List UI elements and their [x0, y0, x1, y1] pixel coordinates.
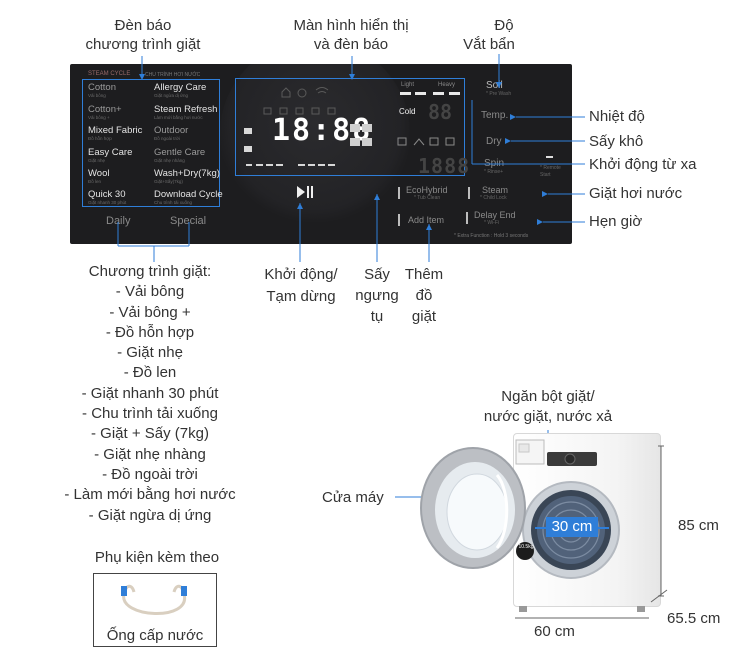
program-list-item: - Giặt nhẹ nhàng — [94, 445, 206, 463]
label-delay: Hẹn giờ — [589, 213, 643, 230]
program-list-item: - Chu trình tải xuống — [82, 405, 218, 423]
label-line: Đèn báo — [114, 17, 172, 34]
program-list-item: - Giặt ngừa dị ứng — [88, 506, 212, 524]
label-line: Vắt bẩn — [463, 36, 515, 53]
label-detergent: Ngăn bột giặt/ nước giặt, nước xả — [458, 387, 638, 426]
label-ecohybrid: Sấy ngưng tụ — [352, 265, 402, 326]
label-start-pause: Khởi động/ Tạm dừng — [258, 265, 344, 306]
label-line: Sấy — [364, 266, 390, 283]
label-add-item: Thêm đồ giặt — [400, 265, 448, 326]
daily-button[interactable]: Daily — [106, 215, 131, 227]
drum-size-badge: 30 cm — [546, 517, 598, 537]
program-indicator-box — [82, 79, 220, 207]
label-line: giặt — [411, 308, 437, 325]
steam-button[interactable]: Steam* Child Lock — [480, 185, 509, 201]
program-list-item: - Đồ ngoài trời — [102, 465, 198, 483]
machine-detail — [420, 439, 668, 619]
accessory-box: Ống cấp nước — [93, 573, 217, 647]
label-line: Ngăn bột giặt/ — [501, 388, 595, 405]
label-line: Khởi động/ — [264, 266, 338, 283]
program-list-item: - Đồ hỗn hợp — [105, 323, 195, 341]
program-list-item: - Giặt nhanh 30 phút — [81, 384, 219, 402]
cold-label: Cold — [399, 107, 416, 116]
delay-indicator — [466, 212, 468, 224]
ecohybrid-indicator — [398, 187, 400, 199]
dimension-depth: 65.5 cm — [667, 610, 721, 627]
label-line: Tạm dừng — [266, 288, 336, 305]
program-list-item: - Đồ len — [123, 364, 177, 382]
temp-button[interactable]: Temp. — [481, 110, 509, 121]
label-line: ngưng — [355, 287, 399, 304]
label-program-lights: Đèn báo chương trình giặt — [78, 16, 208, 54]
spin-digits: 1888 — [418, 154, 471, 178]
temp-digits: 88 — [428, 100, 453, 124]
heavy-label: Heavy — [438, 82, 456, 88]
accessory-title: Phụ kiện kèm theo — [94, 549, 220, 566]
capacity-badge: 10.5kg — [518, 544, 534, 550]
extra-function-note: * Extra Function : Hold 3 seconds — [454, 233, 529, 239]
label-line: và đèn báo — [313, 36, 389, 53]
remote-start-button[interactable]: * Remote Start — [540, 165, 561, 178]
label-dry: Sấy khô — [589, 133, 644, 150]
program-list-title: Chương trình giặt: — [88, 263, 212, 280]
label-line: nước giặt, nước xả — [483, 408, 613, 425]
label-line: Độ — [494, 17, 514, 34]
label-soil: Độ Vắt bẩn — [458, 16, 520, 54]
ecohybrid-button[interactable]: EcoHybrid* Tub Clean — [406, 185, 448, 201]
steam-icons — [350, 124, 372, 146]
label-line: Thêm — [404, 266, 444, 283]
steam-cycle-sub: CHU TRÌNH HƠI NƯỚC — [145, 72, 201, 78]
program-list: Chương trình giặt: - Vải bông - Vải bông… — [50, 262, 250, 526]
label-line: Màn hình hiển thị — [293, 17, 409, 34]
label-line: đồ — [415, 287, 433, 304]
label-line: tụ — [370, 308, 384, 325]
label-display: Màn hình hiển thị và đèn báo — [286, 16, 416, 54]
dimension-width: 60 cm — [534, 623, 575, 640]
light-label: Light — [401, 82, 415, 88]
dry-icons — [397, 137, 455, 146]
play-pause-icon[interactable] — [296, 185, 314, 199]
special-button[interactable]: Special — [170, 215, 207, 227]
add-item-indicator — [398, 214, 400, 226]
water-hose-icon — [121, 584, 187, 615]
program-list-item: - Làm mới bằng hơi nước — [64, 486, 236, 504]
program-wash-dry[interactable]: Wash+Dry(7kg)Giặt+Sấy(7kg) — [154, 168, 220, 185]
label-line: chương trình giặt — [85, 36, 201, 53]
label-steam: Giặt hơi nước — [589, 185, 683, 202]
dry-button[interactable]: Dry — [486, 136, 502, 147]
display-box — [235, 78, 465, 176]
delay-end-button[interactable]: Delay End* Wi-Fi — [474, 210, 516, 226]
program-list-item: - Giặt nhẹ — [117, 344, 183, 362]
steam-cycle-label: STEAM CYCLE — [88, 71, 131, 77]
soil-button[interactable]: Soil* Pre Wash — [486, 80, 512, 98]
program-list-item: - Giặt + Sấy (7kg) — [91, 425, 209, 443]
add-item-button[interactable]: Add Item — [408, 215, 445, 225]
display-icons — [244, 87, 336, 166]
accessory-item: Ống cấp nước — [106, 627, 204, 644]
label-door: Cửa máy — [322, 489, 384, 506]
program-list-item: - Vải bông + — [109, 303, 191, 321]
label-remote-start: Khởi động từ xa — [589, 156, 697, 173]
program-list-item: - Vải bông — [115, 283, 185, 301]
program-cotton-plus[interactable]: Cotton+Vải bông + — [88, 104, 122, 121]
dimension-height: 85 cm — [678, 517, 719, 534]
soil-level-bars — [400, 92, 460, 95]
remote-start-led — [546, 156, 553, 158]
label-temperature: Nhiệt độ — [589, 108, 645, 125]
steam-indicator — [468, 187, 470, 199]
